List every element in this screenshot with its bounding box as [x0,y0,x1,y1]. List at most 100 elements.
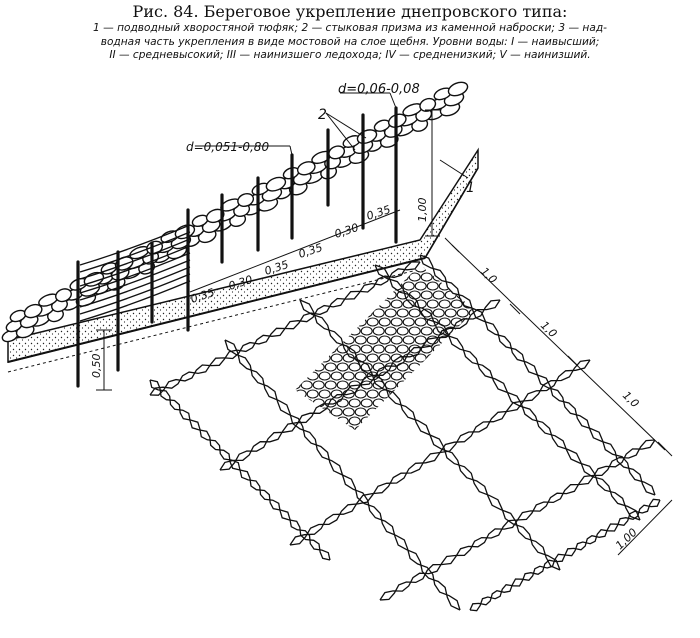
label-stake-diameter-top: d=0,06-0,08 [338,82,420,97]
cell-stone [390,353,403,363]
cell-stone [342,425,355,430]
mesh-strand [374,264,641,521]
cell-stone [390,299,403,309]
cell-stone [450,353,463,363]
cell-stone [330,425,343,430]
stakes [76,106,398,388]
cell-stone [306,389,319,399]
cell-stone [402,281,415,291]
cell-stone [414,389,427,399]
cell-stone [312,416,325,426]
cell-stone [300,380,313,390]
cell-stone [474,389,475,399]
cell-stone [354,317,367,327]
dimension-lines [96,92,469,391]
cell-stone [348,326,361,336]
cell-stone [462,335,475,345]
paving-stone [447,81,469,97]
cell-stone [318,425,331,430]
cell-stone [432,380,445,390]
cell-stone [378,407,391,417]
cell-stone [408,362,421,372]
paving-stone [23,303,43,319]
cell-stone [468,344,475,354]
cell-stone [366,335,379,345]
wattle-fence [79,224,191,322]
mesh-dimension [444,237,673,556]
cell-stone [420,362,433,372]
cell-stone [420,272,433,282]
cell-stone [450,407,463,417]
cell-stone [396,326,409,336]
cell-stone [444,362,457,372]
mesh-strand [149,261,421,396]
cell-stone [384,308,397,318]
cell-stone [468,290,475,300]
cell-stone [402,299,415,309]
cell-stone [366,389,379,399]
cell-stone [444,398,457,408]
cell-stone [372,326,385,336]
cell-stone [414,281,427,291]
cell-stone [324,380,337,390]
paving-stone [265,176,287,192]
cell-stone [462,389,475,399]
cell-stone [408,272,421,282]
cell-stone [450,281,463,291]
cell-stone [384,290,397,300]
cell-stone [432,290,445,300]
mesh-strand [299,299,561,571]
cell-stone [372,308,385,318]
cell-stone [432,344,445,354]
cell-stone [295,335,307,345]
cell-stone [468,416,475,426]
cell-stone [450,265,463,273]
cell-stone [306,335,319,345]
cell-stone [295,362,301,372]
cell-stone [360,344,373,354]
cell-stone [438,389,451,399]
cell-stone [456,362,469,372]
cell-stone [396,416,409,426]
cell-stone [444,380,457,390]
label-stake-diameter-left: d=0,051-0,80 [186,140,269,154]
cell-stone [336,380,349,390]
cell-stone [312,380,325,390]
cell-stone [318,371,331,381]
cell-stone [324,344,337,354]
cell-stone [438,425,451,430]
cell-stone [414,407,427,417]
cell-stone [366,299,379,309]
cell-stone [444,290,457,300]
cell-stone [474,299,475,309]
cell-stone [456,308,469,318]
cell-stone [420,290,433,300]
cell-stone [324,416,337,426]
cell-stone [330,371,343,381]
cell-stone [456,380,469,390]
spacing-label: 0,30 [333,221,360,241]
cell-stone [354,299,367,309]
cell-stone [474,335,475,345]
mesh-strand [289,359,591,546]
cell-stone [384,344,397,354]
cell-stone [450,425,463,430]
mesh-strand [224,339,461,611]
legend-line-1: 1 — подводный хворостяной тюфяк; 2 — сты… [93,22,607,34]
mesh-strand [379,439,656,601]
cell-stone [378,371,391,381]
cell-stone [438,371,451,381]
paving-stone [296,161,316,176]
cell-stone [396,344,409,354]
cell-stone [402,335,415,345]
cell-stone [306,371,319,381]
cell-stone [295,308,301,318]
cell-stone [318,389,331,399]
cell-stone [426,371,439,381]
cell-stone [336,326,349,336]
cell-stone [462,371,475,381]
cell-stone [390,371,403,381]
cell-stone [414,353,427,363]
cell-stone [450,299,463,309]
cell-stone [354,371,367,381]
